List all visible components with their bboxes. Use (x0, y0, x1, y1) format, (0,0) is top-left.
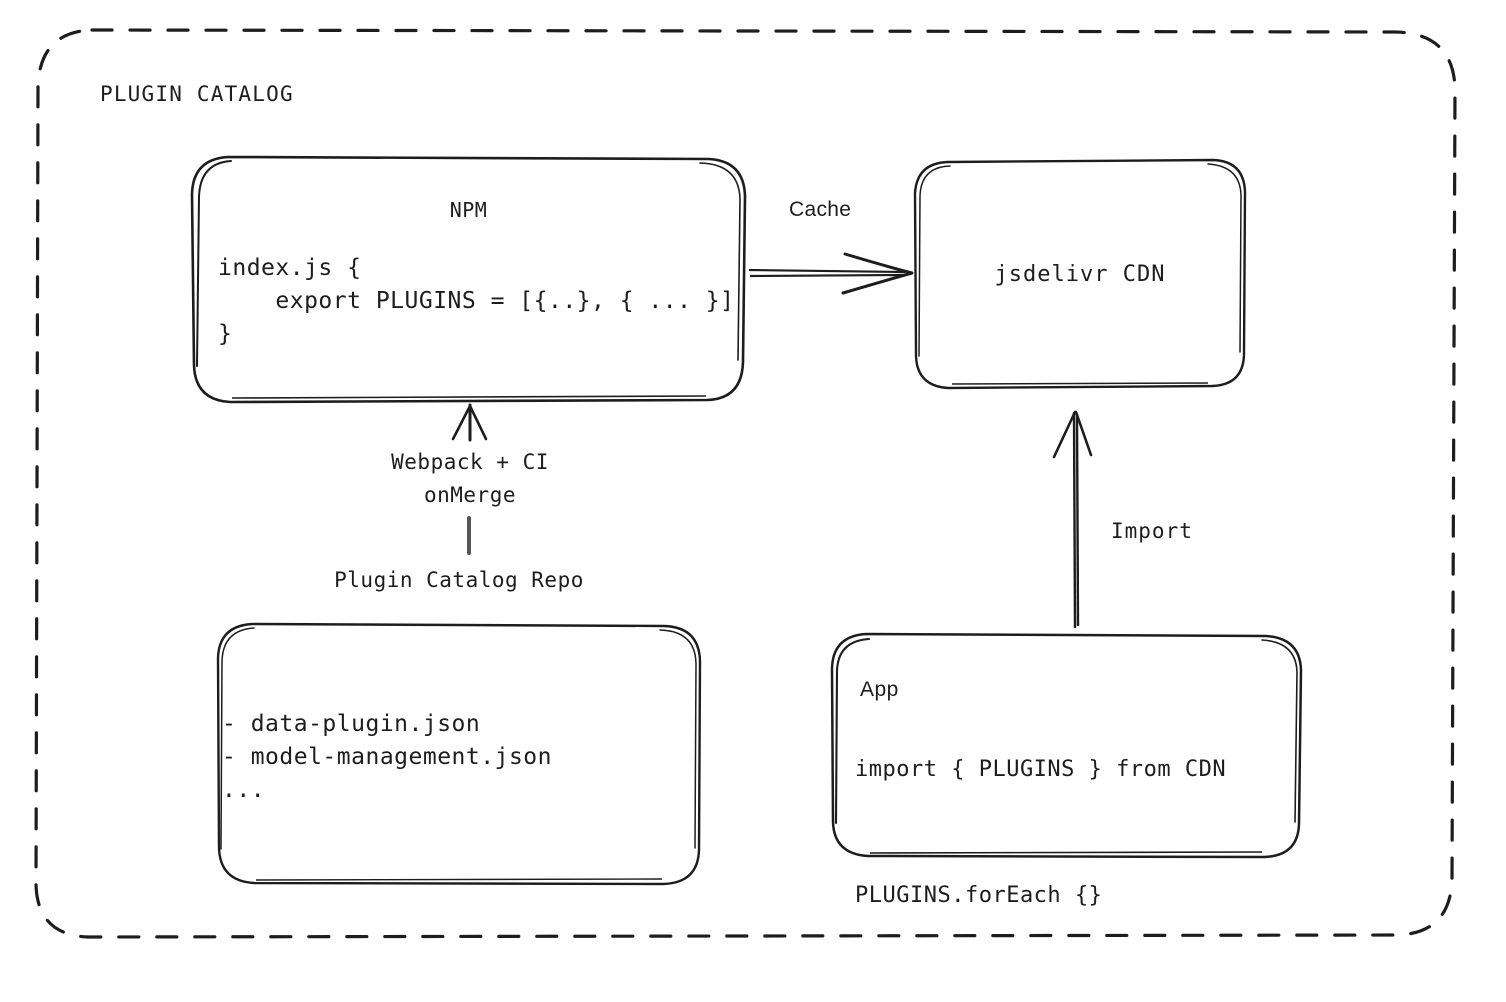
import-edge-arrow (1052, 410, 1093, 629)
repo-node-shape (216, 622, 702, 886)
app-node-shape (830, 632, 1303, 859)
npm-node-shape (190, 155, 747, 404)
repo-node-file-list: - data-plugin.json - model-management.js… (222, 711, 552, 803)
app-node-title: App (860, 678, 899, 701)
cache-edge-arrow (748, 252, 914, 295)
repo-node-title: Plugin Catalog Repo (334, 568, 584, 592)
import-edge-label: Import (1111, 519, 1193, 543)
app-node-code: import { PLUGINS } from CDN PLUGINS.forE… (855, 757, 1227, 908)
cache-edge-label: Cache (789, 198, 852, 221)
plugin-catalog-group-title: PLUGIN CATALOG (100, 82, 294, 106)
npm-node-title: NPM (449, 198, 488, 222)
cdn-node-title: jsdelivr CDN (994, 262, 1166, 287)
cdn-node-shape (913, 158, 1247, 390)
webpack-edge-arrow (451, 403, 488, 555)
webpack-edge-label: Webpack + CI onMerge (391, 450, 549, 507)
npm-node-code: index.js { export PLUGINS = [{..}, { ...… (218, 255, 735, 347)
plugin-catalog-group-border (34, 28, 1457, 939)
